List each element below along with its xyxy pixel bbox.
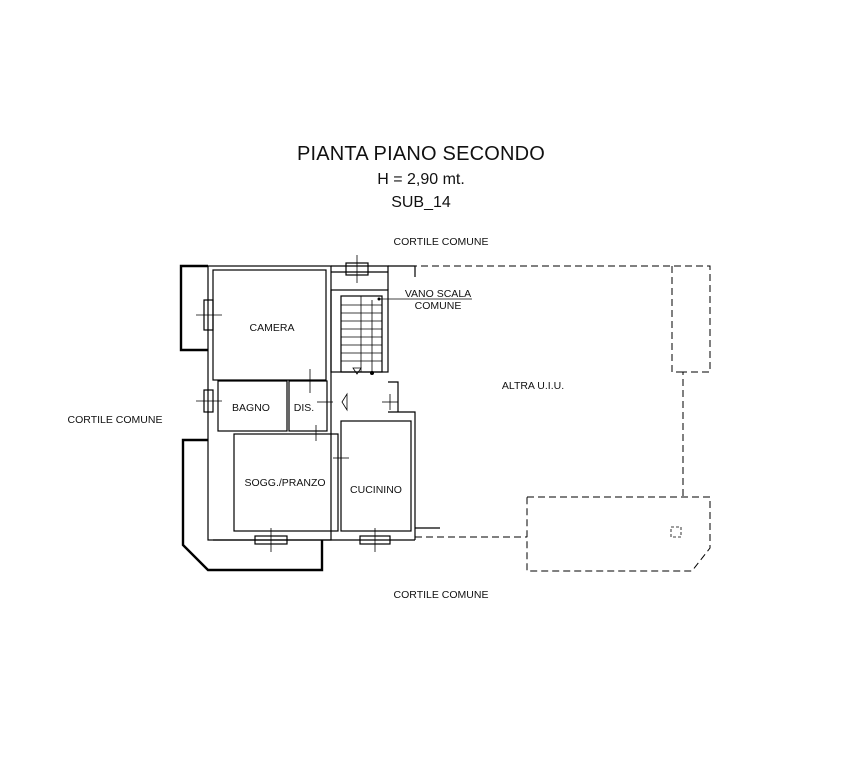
label-cortile-top: CORTILE COMUNE	[394, 236, 489, 248]
stair-dot	[370, 371, 374, 375]
stair-flight	[340, 295, 383, 375]
room-bagno: BAGNO	[232, 402, 270, 414]
room-camera: CAMERA	[250, 322, 295, 334]
balcony-top	[179, 264, 208, 352]
label-cortile-bottom: CORTILE COMUNE	[394, 589, 489, 601]
other-unit-outline	[388, 265, 711, 572]
column-marker	[670, 526, 682, 538]
room-dis: DIS.	[294, 402, 314, 414]
room-soggiorno-pranzo: SOGG./PRANZO	[244, 477, 325, 489]
plan-height: H = 2,90 mt.	[377, 171, 465, 188]
label-cortile-left: CORTILE COMUNE	[68, 414, 163, 426]
window-symbols	[196, 255, 398, 552]
plan-title: PIANTA PIANO SECONDO	[296, 143, 546, 165]
entry-door-icon	[341, 392, 348, 412]
room-altra-uiu: ALTRA U.I.U.	[502, 380, 564, 392]
stair-label-2: COMUNE	[415, 300, 462, 312]
stair-label-1: VANO SCALA	[405, 288, 471, 300]
room-cucinino: CUCININO	[350, 484, 402, 496]
balcony-bottom	[181, 438, 324, 572]
plan-sub: SUB_14	[391, 194, 451, 211]
